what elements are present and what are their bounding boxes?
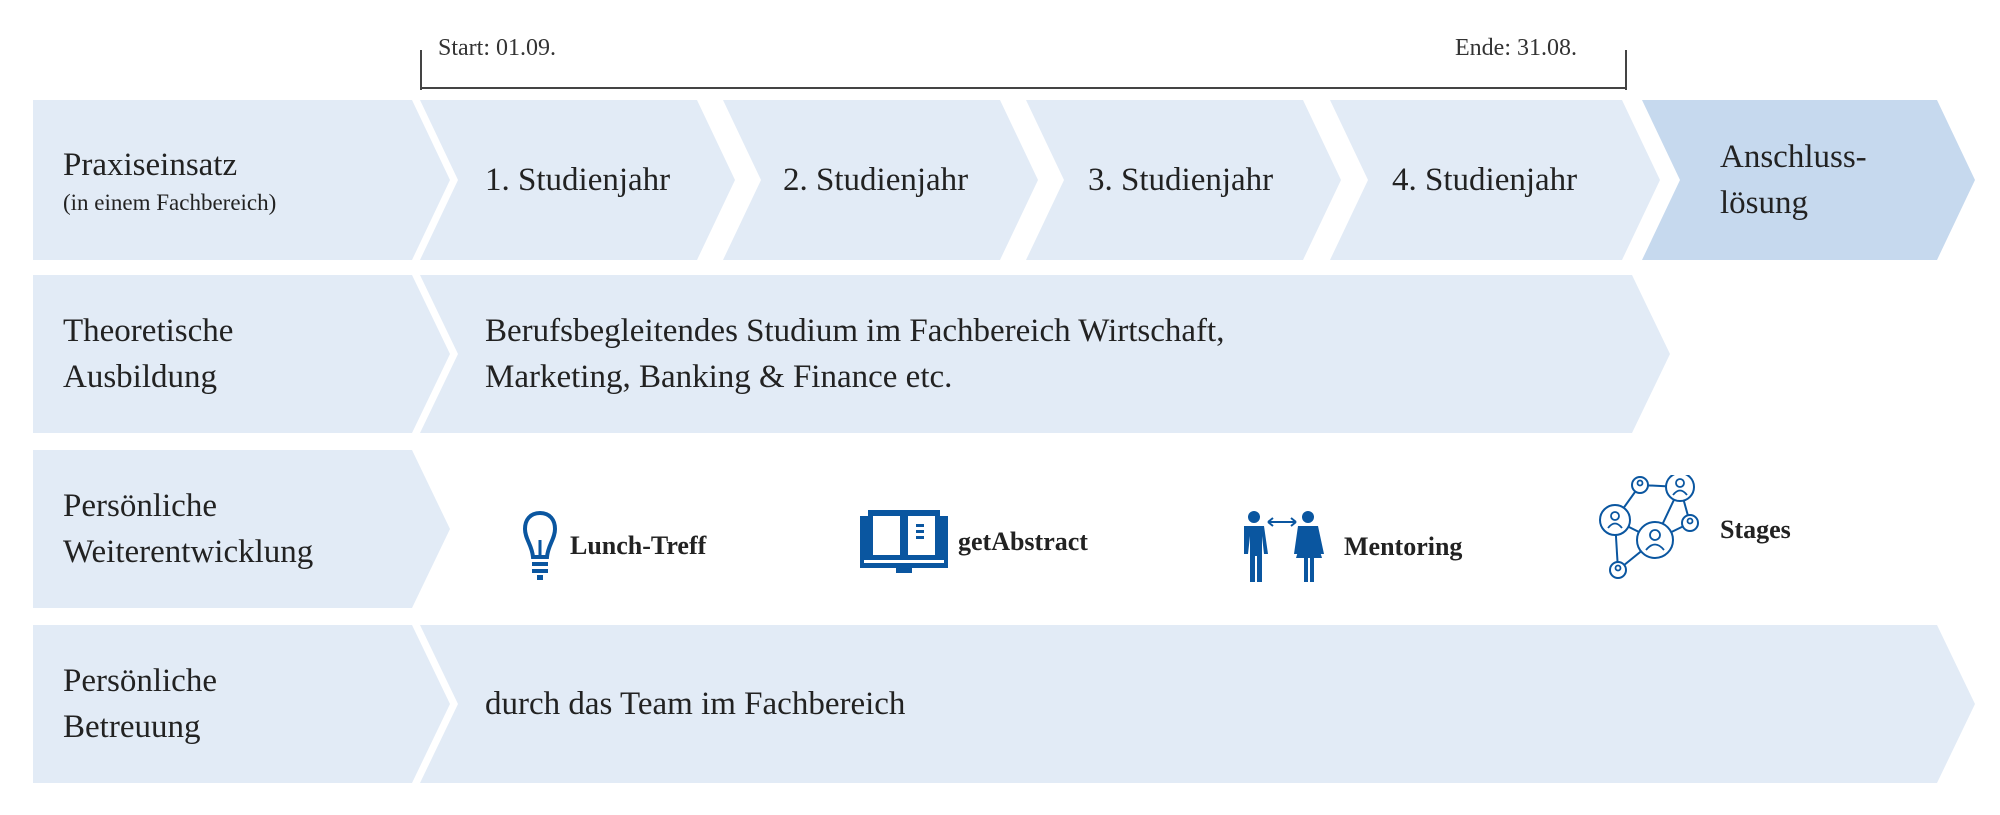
sublabel-text: (in einem Fachbereich) [63,190,277,215]
item-label: Lunch-Treff [570,531,707,560]
label-line1: Persönliche [63,663,217,699]
year-2-chevron: 2. Studienjahr [723,100,1038,260]
year-3-chevron: 3. Studienjahr [1026,100,1341,260]
content-line2: Marketing, Banking & Finance etc. [485,359,953,395]
label-text: Praxiseinsatz [63,147,238,183]
row-label-praxiseinsatz: Praxiseinsatz (in einem Fachbereich) [33,100,450,260]
label-line1: Persönliche [63,488,217,524]
item-lunch-treff: Lunch-Treff [520,510,706,582]
lightbulb-icon [522,510,558,580]
label-line2: Betreuung [63,709,201,745]
item-stages: Stages [1590,475,1791,585]
label-line1: Theoretische [63,313,234,349]
label-line2: Weiterentwicklung [63,534,314,570]
studium-chevron: Berufsbegleitendes Studium im Fachbereic… [420,275,1670,433]
betreuung-chevron: durch das Team im Fachbereich [420,625,1975,783]
start-date: Start: 01.09. [438,35,556,61]
follow-up-chevron: Anschluss-lösung [1642,100,1975,260]
book-icon [860,510,948,573]
item-label: Stages [1720,515,1791,544]
item-label: getAbstract [958,527,1088,556]
network-icon [1599,475,1699,579]
mentoring-people-icon [1244,511,1324,582]
item-label: Mentoring [1344,532,1463,561]
follow-up-line2: lösung [1720,185,1809,221]
follow-up-line1: Anschluss- [1720,139,1867,175]
year-4-chevron: 4. Studienjahr [1330,100,1660,260]
label-line2: Ausbildung [63,359,218,395]
item-mentoring: Mentoring [1238,510,1462,584]
year-1-chevron: 1. Studienjahr [420,100,735,260]
item-getabstract: getAbstract [860,510,1088,574]
end-date: Ende: 31.08. [1455,35,1577,61]
content-line1: Berufsbegleitendes Studium im Fachbereic… [485,313,1225,349]
